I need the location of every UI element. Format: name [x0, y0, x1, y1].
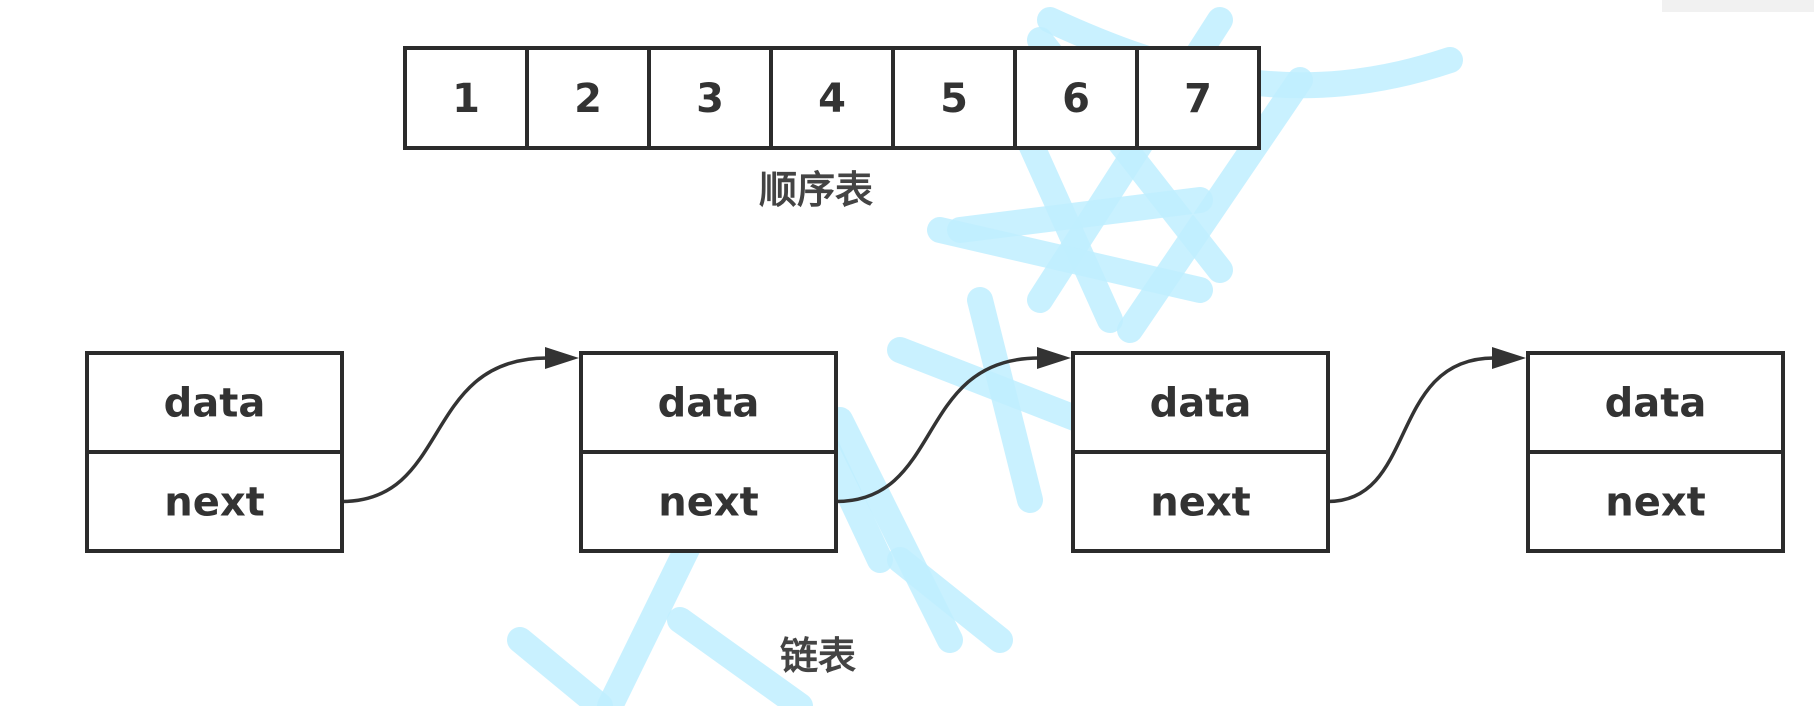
- node-data-field: data: [1605, 381, 1707, 427]
- array-cell: 3: [647, 46, 773, 150]
- pointer-curve: [835, 356, 1040, 504]
- corner-tab: [1662, 0, 1814, 12]
- node-next-field: next: [164, 480, 265, 526]
- node-next-field: next: [1150, 480, 1251, 526]
- arrowhead-icon: [1492, 347, 1526, 369]
- linked-list: data next data next data next data next: [85, 351, 1785, 553]
- array-cell-value: 7: [1184, 76, 1212, 122]
- array-cell-box: [891, 46, 1017, 150]
- linked-list-caption: 链表: [780, 634, 856, 678]
- array-cell: 5: [891, 46, 1017, 150]
- array-cell: 1: [403, 46, 529, 150]
- linked-list-links: [341, 347, 1526, 504]
- list-node: data next: [1526, 351, 1785, 553]
- pointer-curve: [1327, 356, 1495, 504]
- pointer-curve: [341, 356, 548, 504]
- next-pointer-arrow: [835, 347, 1071, 504]
- array-cell: 7: [1135, 46, 1261, 150]
- array-cell-box: [1135, 46, 1261, 150]
- array-cell-box: [769, 46, 895, 150]
- list-node: data next: [579, 351, 838, 553]
- array-cell-value: 2: [574, 76, 602, 122]
- next-pointer-arrow: [1327, 347, 1526, 504]
- node-data-field: data: [1150, 381, 1252, 427]
- array-cell-box: [403, 46, 529, 150]
- node-data-field: data: [164, 381, 266, 427]
- array-cell-value: 4: [818, 76, 846, 122]
- array-cell: 2: [525, 46, 651, 150]
- array-cell-box: [647, 46, 773, 150]
- array-cell-value: 1: [452, 76, 480, 122]
- sequential-list: 1 2 3 4 5 6 7 顺序表: [403, 46, 1261, 212]
- array-cell-box: [1013, 46, 1139, 150]
- list-node: data next: [1071, 351, 1330, 553]
- array-cell: 4: [769, 46, 895, 150]
- array-cell-value: 3: [696, 76, 724, 122]
- next-pointer-arrow: [341, 347, 579, 504]
- array-cell-value: 5: [940, 76, 968, 122]
- node-next-field: next: [658, 480, 759, 526]
- arrowhead-icon: [545, 347, 579, 369]
- node-data-field: data: [658, 381, 760, 427]
- sequential-list-caption: 顺序表: [759, 168, 873, 212]
- arrowhead-icon: [1037, 347, 1071, 369]
- array-cell: 6: [1013, 46, 1139, 150]
- list-node: data next: [85, 351, 344, 553]
- node-next-field: next: [1605, 480, 1706, 526]
- array-cell-value: 6: [1062, 76, 1090, 122]
